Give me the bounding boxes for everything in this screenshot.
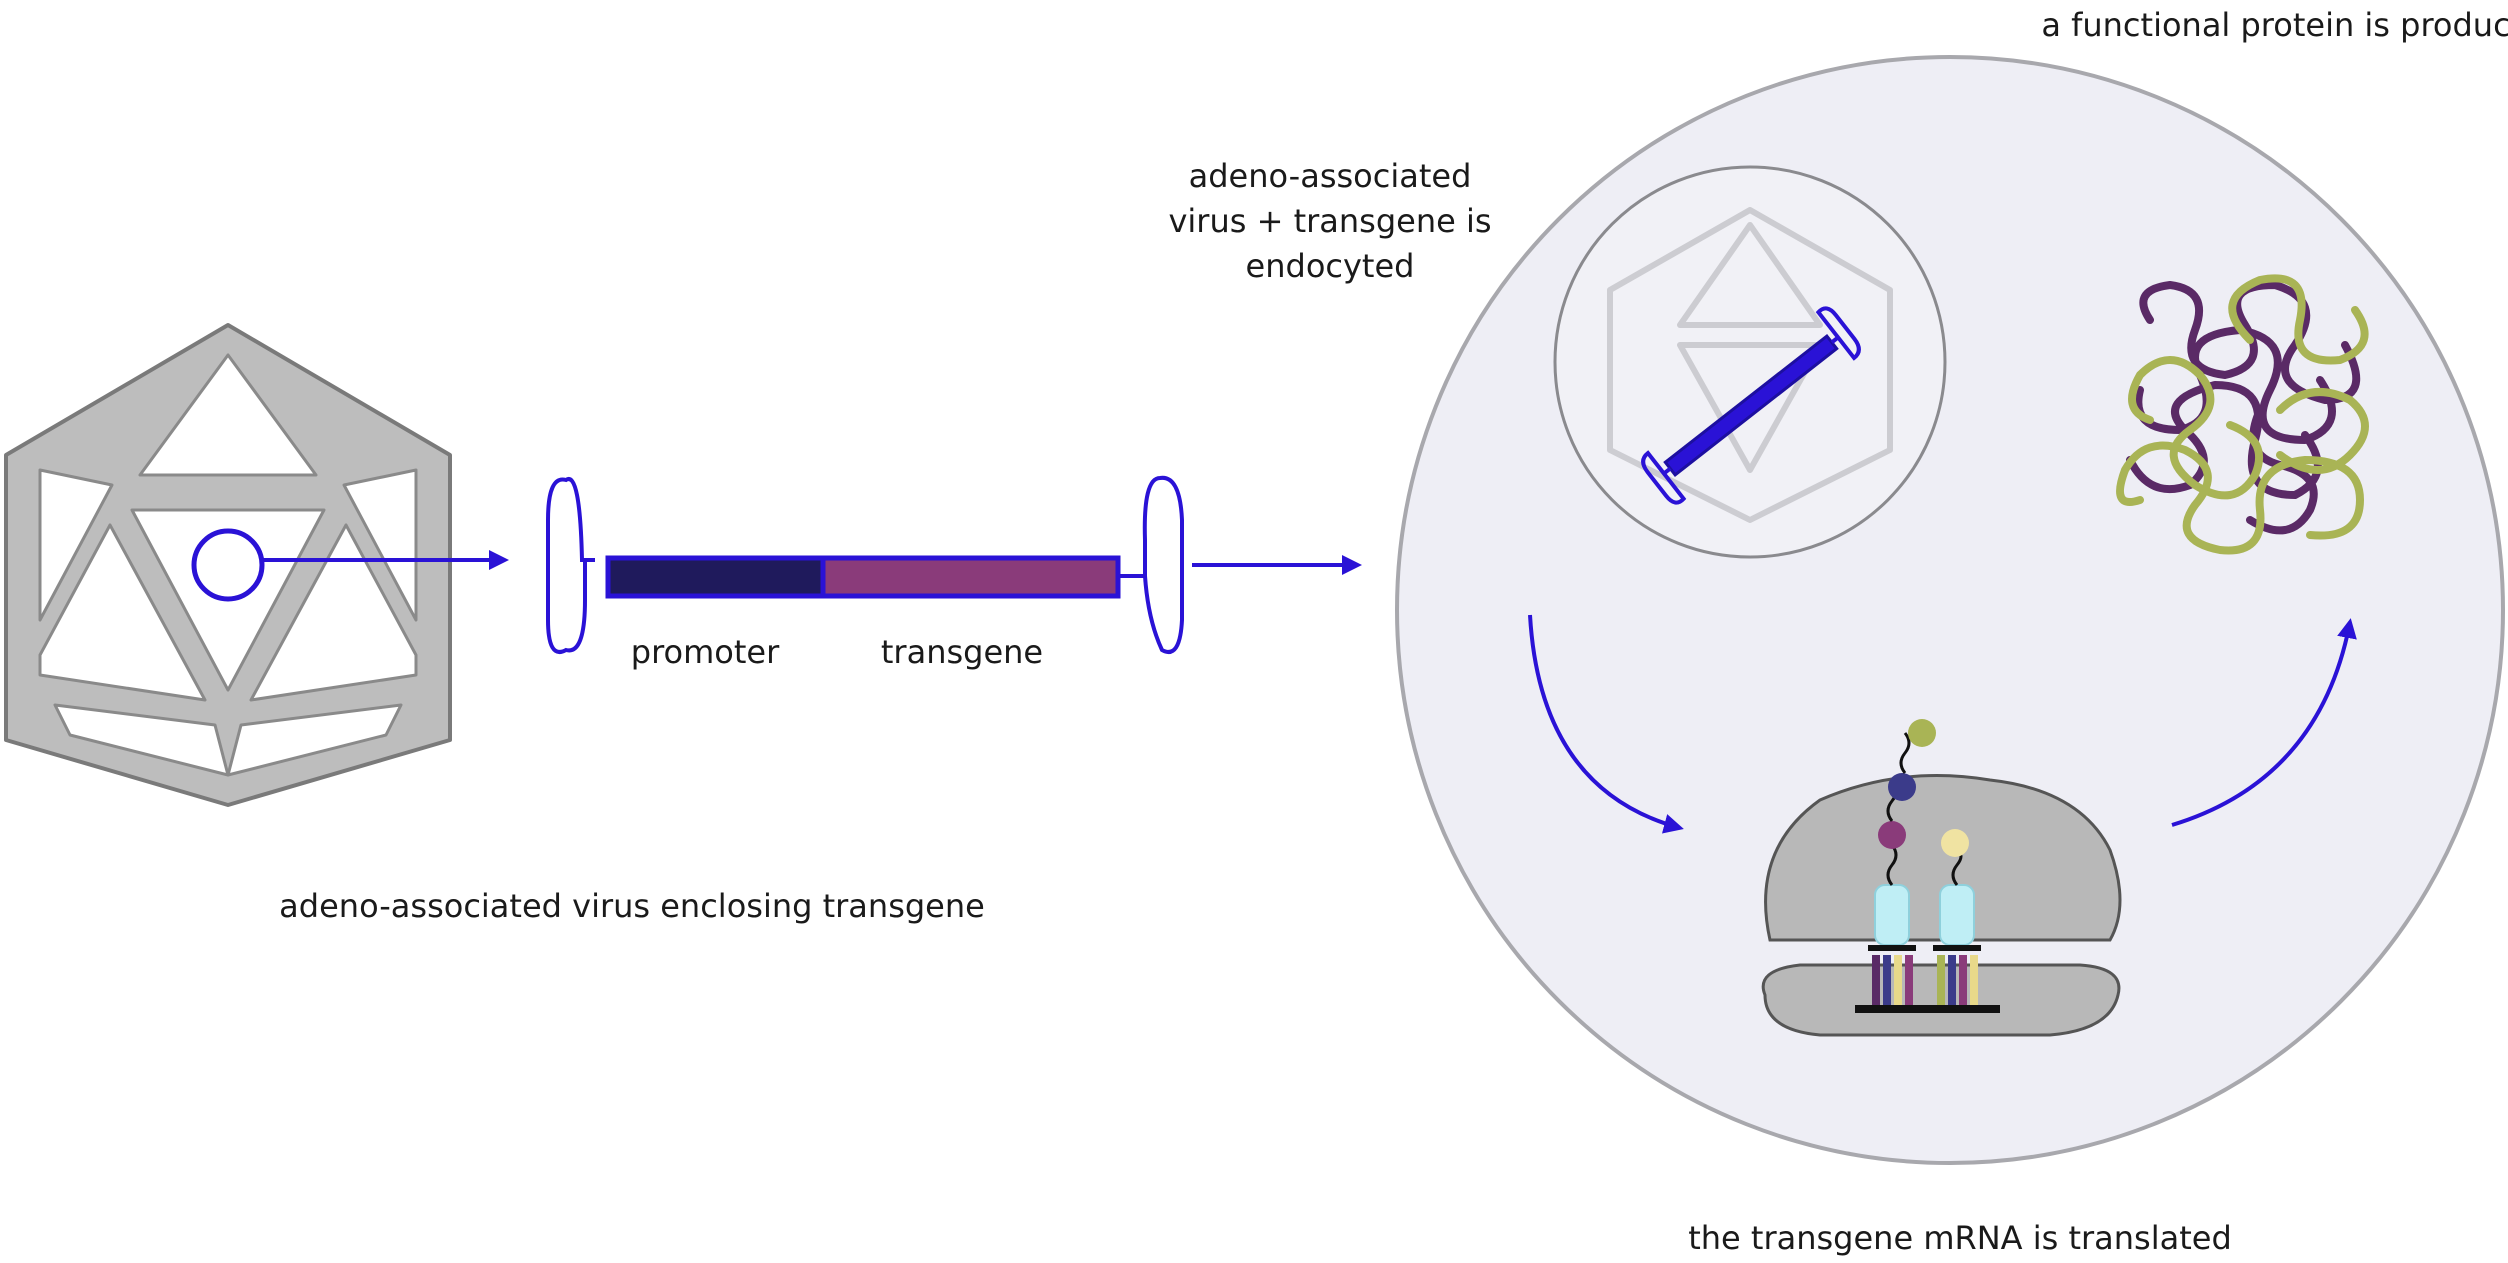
transgene-segment — [820, 555, 1121, 599]
endosome-icon — [1553, 165, 1947, 559]
promoter-segment — [605, 555, 826, 599]
transgene-label: transgene — [881, 633, 1043, 671]
endocytosis-caption-line2: virus + transgene is — [1168, 202, 1491, 240]
virus-caption: adeno-associated virus enclosing transge… — [279, 887, 985, 925]
folded-protein-icon — [2116, 274, 2369, 555]
promoter-label: promoter — [631, 633, 780, 671]
endocytosis-caption-line1: adeno-associated — [1189, 157, 1472, 195]
transgene-cassette-icon — [546, 475, 1184, 654]
arrow-ribosome-to-protein — [2171, 618, 2357, 827]
arrow-endosome-to-ribosome — [1528, 614, 1684, 834]
aav-capsid-icon — [4, 323, 452, 807]
ribosome-icon — [1761, 719, 2122, 1037]
endocytosis-caption-line3: endocyted — [1246, 247, 1415, 285]
translation-caption: the transgene mRNA is translated — [1688, 1219, 2232, 1257]
protein-produced-caption: a functional protein is produced — [2041, 6, 2508, 44]
